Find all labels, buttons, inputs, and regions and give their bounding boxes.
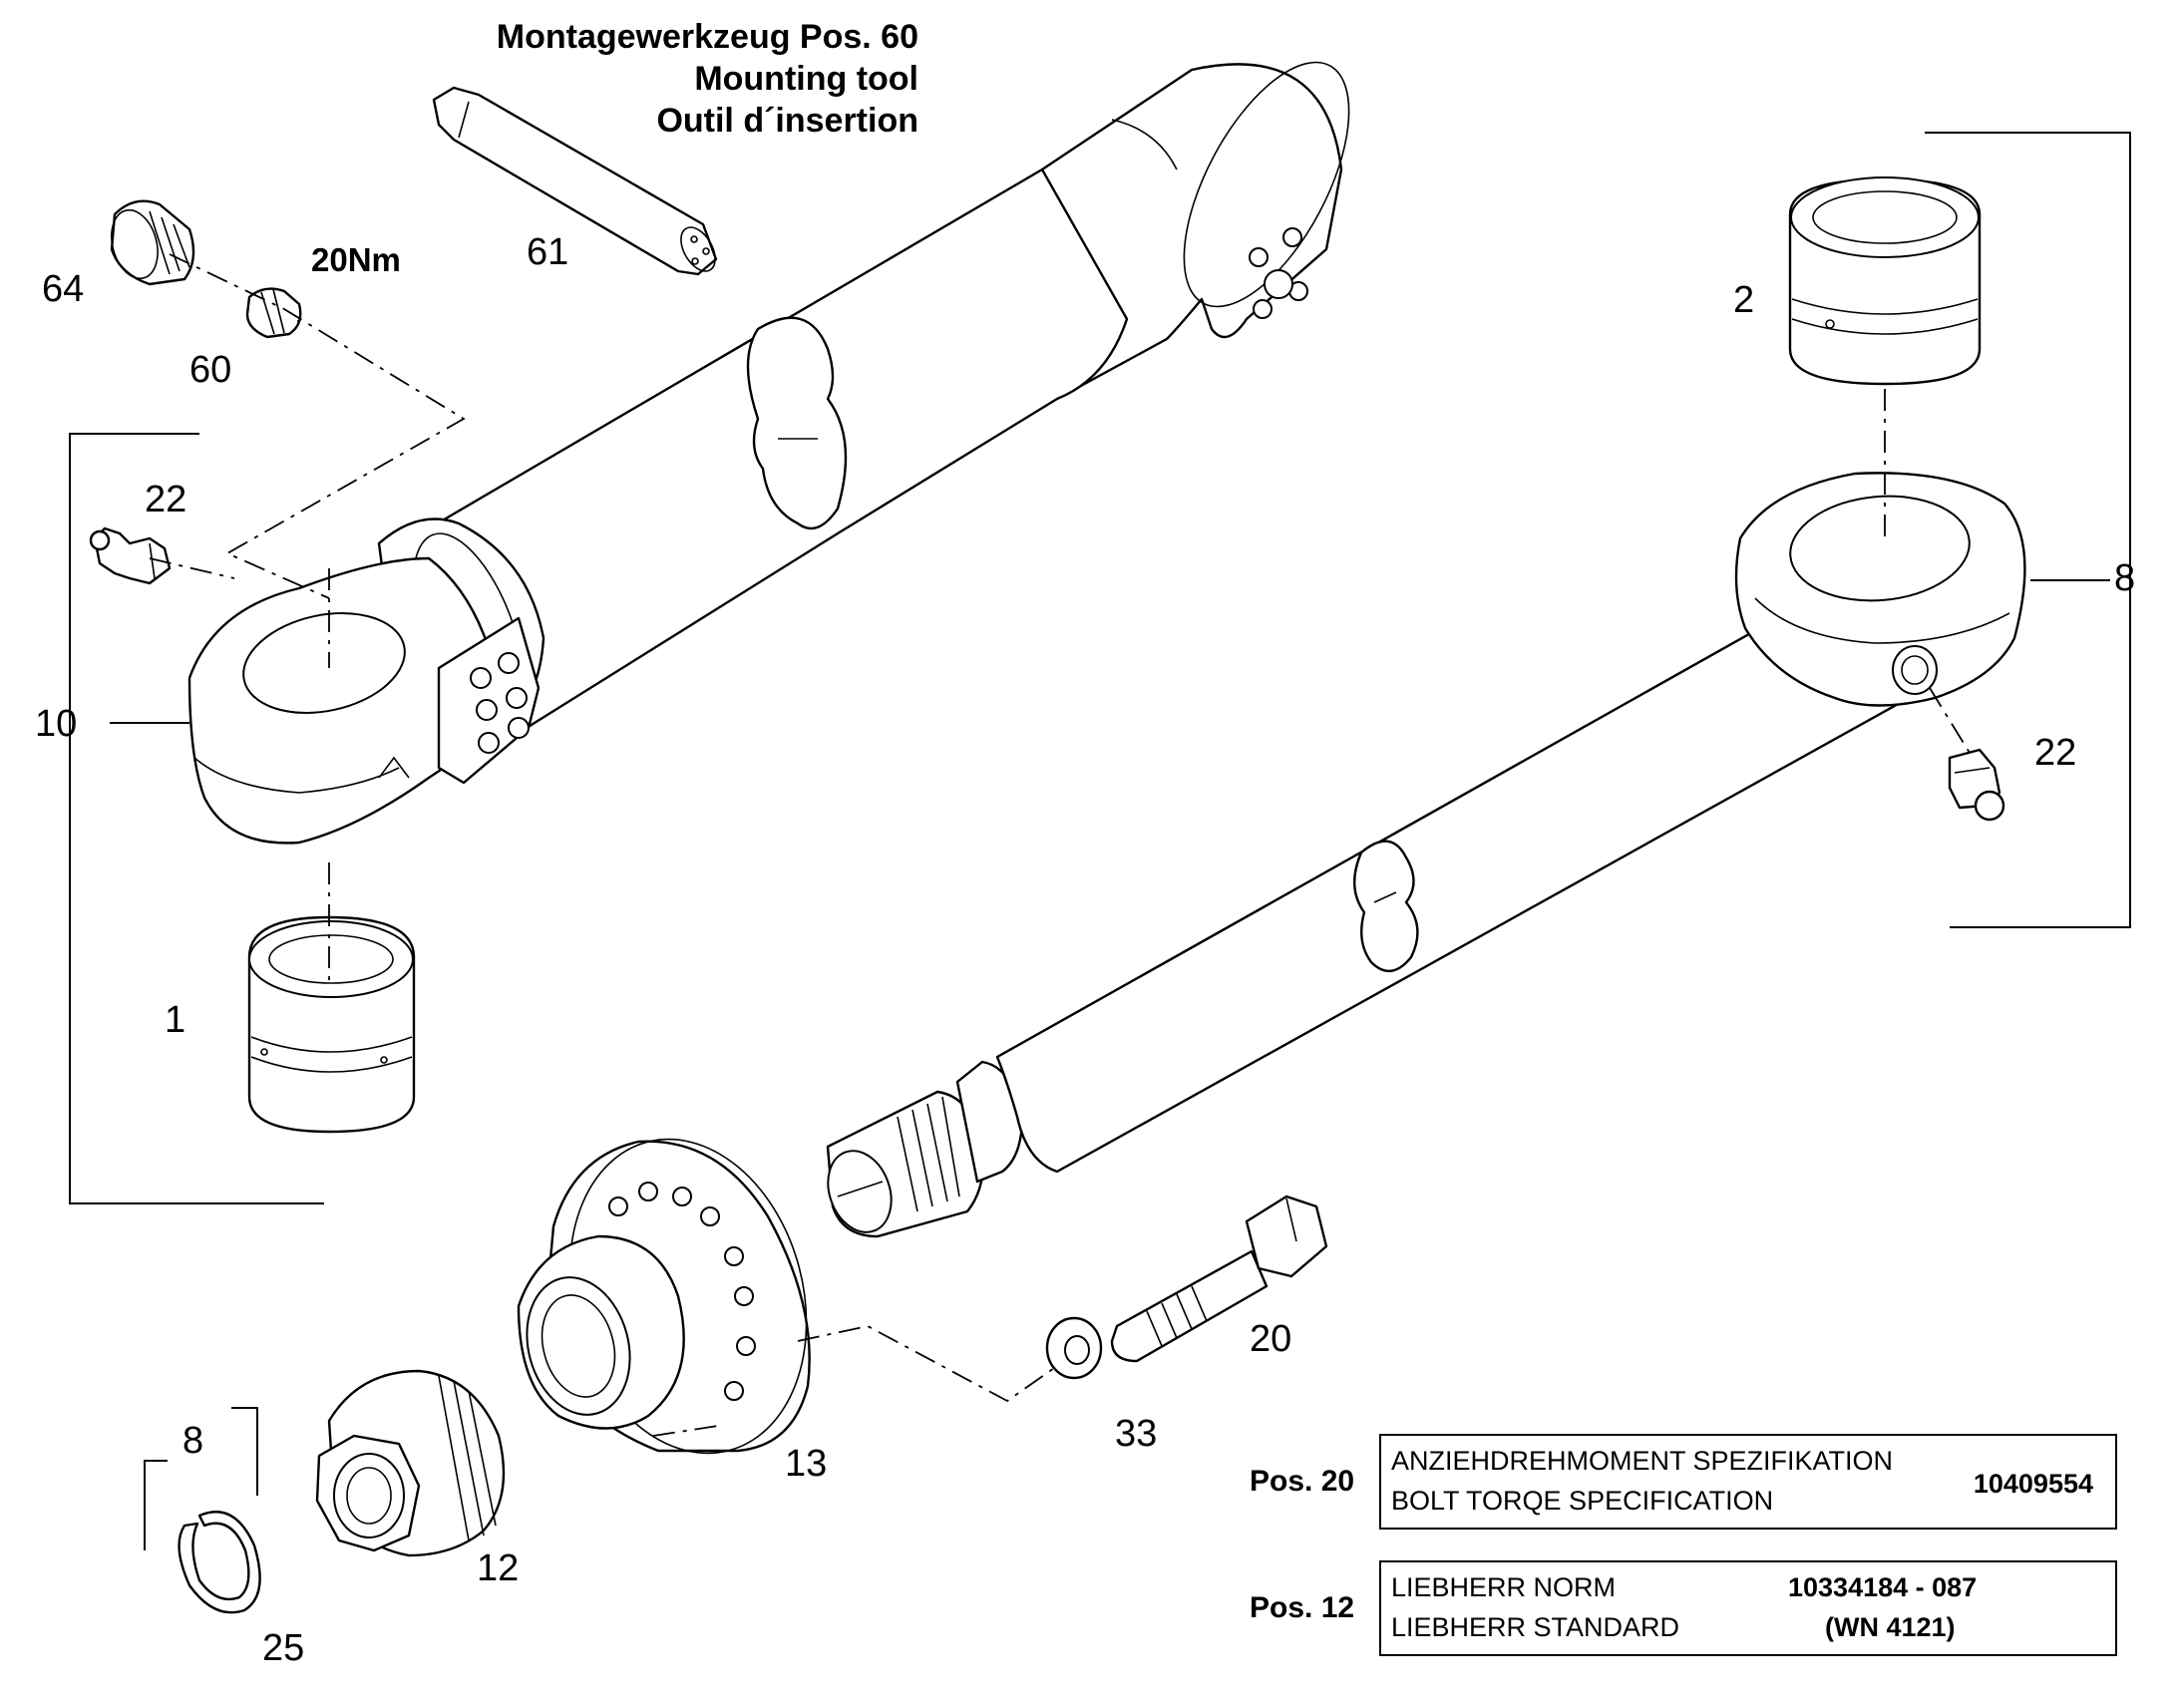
spec-pos12-label: Pos. 12: [1250, 1591, 1355, 1624]
bushing-1: [247, 915, 416, 1134]
spec-pos20: Pos. 20 ANZIEHDREHMOMENT SPEZIFIKATION B…: [1250, 1434, 2117, 1530]
spec-pos20-line2: BOLT TORQE SPECIFICATION: [1391, 1486, 1774, 1516]
grease-nipple-right: [1948, 748, 2005, 822]
callout-64: 64: [42, 268, 84, 310]
piston-13: [517, 1138, 811, 1455]
cylinder-tube: [187, 61, 1350, 845]
tool-title-line2: Mounting tool: [694, 60, 918, 98]
callout-2: 2: [1733, 279, 1754, 321]
spec-pos12-number2: (WN 4121): [1825, 1612, 1956, 1642]
torque-label: 20Nm: [311, 241, 401, 278]
washer-33: [1045, 1316, 1103, 1380]
callout-22-top: 22: [145, 479, 186, 520]
callout-13: 13: [785, 1443, 827, 1485]
spec-pos20-line1: ANZIEHDREHMOMENT SPEZIFIKATION: [1391, 1446, 1894, 1476]
spec-pos20-number: 10409554: [1973, 1469, 2093, 1499]
bracket-8-bottom: [144, 1407, 258, 1550]
piston-rod: [826, 472, 2026, 1238]
plug-64: [110, 199, 195, 286]
callout-8-right: 8: [2114, 557, 2135, 599]
spec-pos12-box: LIEBHERR NORM LIEBHERR STANDARD 10334184…: [1379, 1560, 2117, 1656]
snap-ring-25: [178, 1511, 261, 1614]
bolt-20: [1110, 1195, 1328, 1363]
spec-pos20-box: ANZIEHDREHMOMENT SPEZIFIKATION BOLT TORQ…: [1379, 1434, 2117, 1530]
bracket-10: [69, 433, 324, 1204]
callout-10: 10: [35, 703, 77, 745]
callout-20: 20: [1250, 1318, 1291, 1360]
callout-22-right: 22: [2034, 732, 2076, 774]
mounting-tool-61: [432, 86, 718, 276]
center-lines: [149, 253, 1971, 1437]
tool-title-line3: Outil d´insertion: [656, 102, 918, 140]
callout-12: 12: [477, 1547, 519, 1589]
spec-pos12-line1: LIEBHERR NORM: [1391, 1572, 1617, 1602]
spec-pos12-line2: LIEBHERR STANDARD: [1391, 1612, 1680, 1642]
spec-pos12-number1: 10334184 - 087: [1788, 1572, 1978, 1602]
grease-nipple-top: [89, 526, 172, 585]
callout-8-bottom: 8: [182, 1420, 203, 1462]
callout-33: 33: [1115, 1413, 1157, 1455]
callout-61: 61: [527, 231, 568, 273]
mounting-tool-title: Montagewerkzeug Pos. 60 Mounting tool Ou…: [497, 16, 918, 142]
callout-60: 60: [189, 349, 231, 391]
spec-pos12: Pos. 12 LIEBHERR NORM LIEBHERR STANDARD …: [1250, 1560, 2117, 1656]
bushing-2: [1788, 176, 1982, 386]
callout-1: 1: [165, 999, 185, 1041]
tool-title-line1: Montagewerkzeug Pos. 60: [496, 18, 918, 56]
callout-25: 25: [262, 1627, 304, 1669]
spec-pos20-label: Pos. 20: [1250, 1465, 1355, 1498]
nut-12: [315, 1369, 506, 1557]
bracket-8-right: [1925, 132, 2131, 928]
